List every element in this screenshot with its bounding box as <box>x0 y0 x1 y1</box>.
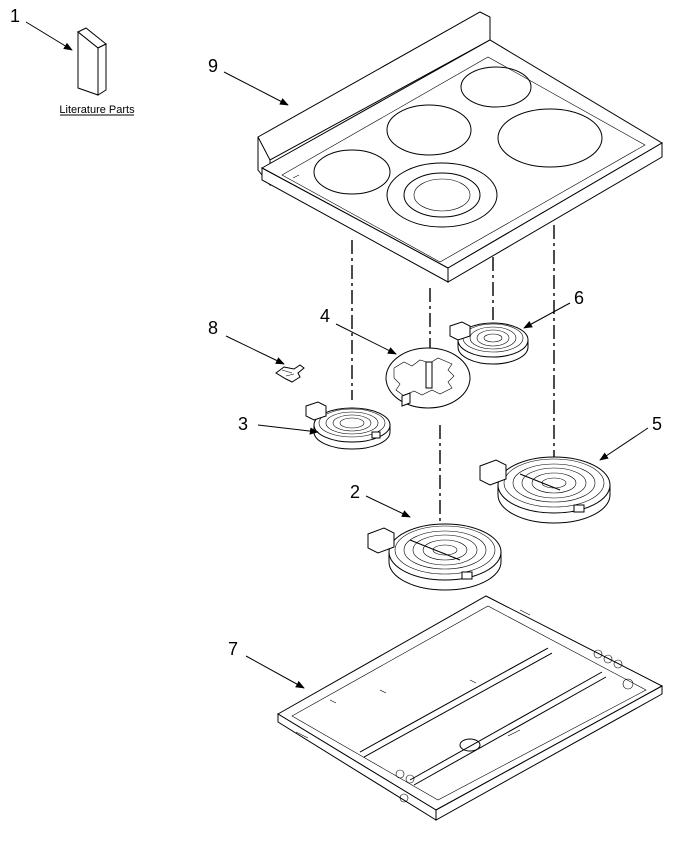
callout-7: 7 <box>228 639 238 659</box>
callout-3: 3 <box>238 414 248 434</box>
insulation-pad <box>385 347 471 409</box>
leader-arrow-5 <box>599 427 649 461</box>
leader-arrow-1 <box>25 21 73 51</box>
clip-part <box>275 364 305 383</box>
callout-1: 1 <box>10 6 20 26</box>
callout-6: 6 <box>574 288 584 308</box>
leader-arrow-7 <box>245 655 305 689</box>
callout-4: 4 <box>320 306 330 326</box>
leader-arrow-4 <box>335 323 397 355</box>
small-surface-element <box>305 401 391 450</box>
callouts: 1 9 8 4 6 3 5 2 7 <box>10 6 662 689</box>
leader-arrow-3 <box>257 424 319 435</box>
callout-5: 5 <box>652 414 662 434</box>
leader-arrow-2 <box>365 495 411 518</box>
leader-arrow-9 <box>223 71 289 106</box>
callout-2: 2 <box>350 482 360 502</box>
callout-9: 9 <box>208 56 218 76</box>
large-surface-element <box>479 456 611 524</box>
literature-parts-label: Literature Parts <box>59 104 135 116</box>
cooktop-glass-top <box>257 11 663 283</box>
burner-box-pan <box>277 595 664 821</box>
leader-arrow-6 <box>523 302 571 329</box>
medium-surface-element <box>449 321 529 365</box>
leader-arrow-8 <box>225 335 285 365</box>
callout-8: 8 <box>208 318 218 338</box>
literature-parts-booklet <box>60 27 134 116</box>
dual-surface-element <box>367 523 502 591</box>
